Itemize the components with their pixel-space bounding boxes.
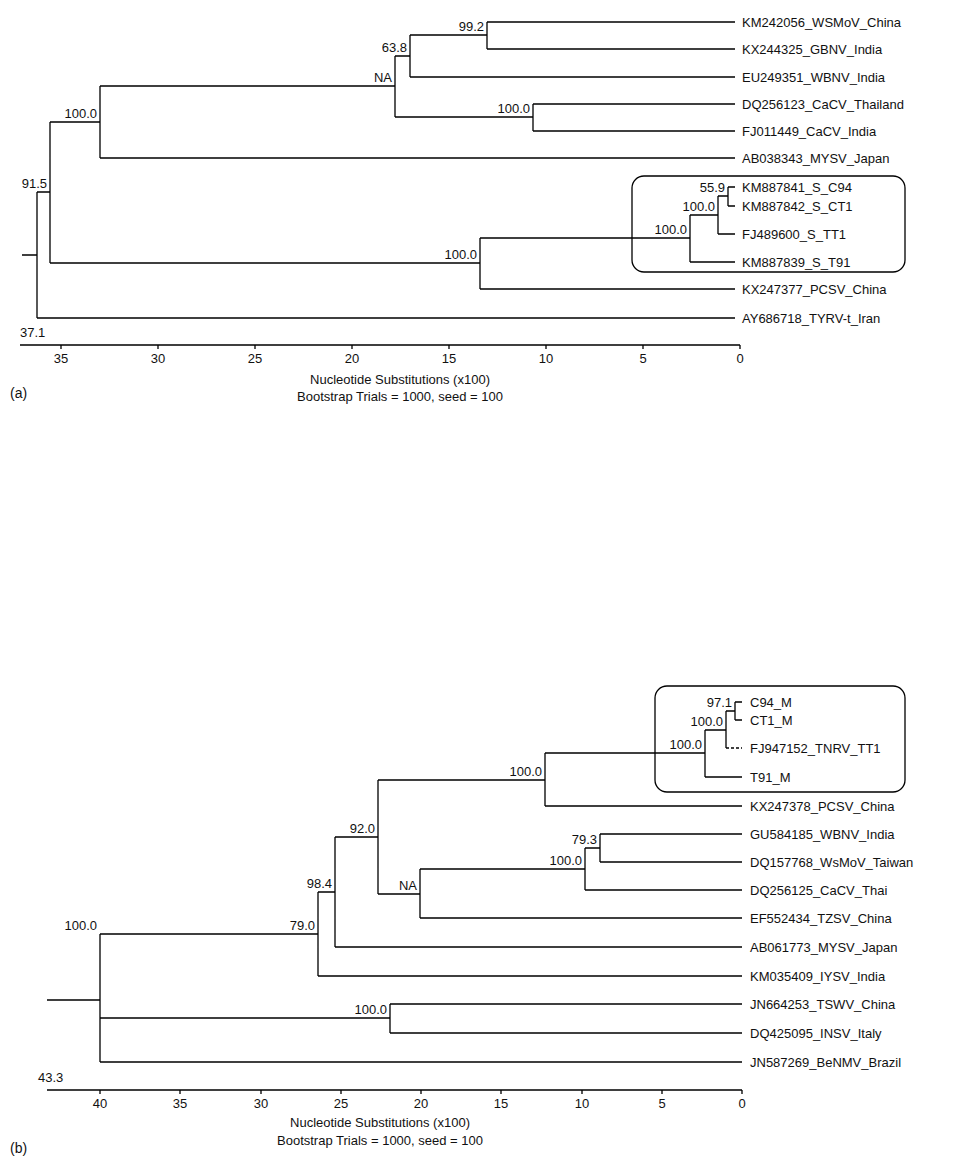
axis-tick-number: 20 xyxy=(414,1097,428,1110)
scale-axis xyxy=(20,345,740,349)
taxon-label: KX247378_PCSV_China xyxy=(750,800,895,813)
bootstrap-value: 92.0 xyxy=(350,822,375,835)
axis-tick-number: 15 xyxy=(494,1097,508,1110)
axis-tick-number: 40 xyxy=(93,1097,107,1110)
axis-tick-number: 35 xyxy=(54,352,68,365)
taxon-label: EF552434_TZSV_China xyxy=(750,912,892,925)
scale-value: 43.3 xyxy=(38,1071,63,1084)
panel-letter: (b) xyxy=(10,1141,27,1155)
taxon-label: KX247377_PCSV_China xyxy=(742,283,887,296)
axis-title: Nucleotide Substitutions (x100) xyxy=(310,373,490,386)
bootstrap-value: 79.3 xyxy=(572,833,597,846)
bootstrap-value: 100.0 xyxy=(497,102,530,115)
taxon-label: AB038343_MYSV_Japan xyxy=(742,152,889,165)
taxon-label: DQ157768_WsMoV_Taiwan xyxy=(750,856,913,869)
axis-tick-number: 15 xyxy=(442,352,456,365)
taxon-label: KX244325_GBNV_India xyxy=(742,43,882,56)
taxon-label: KM242056_WSMoV_China xyxy=(742,16,901,29)
taxon-label: FJ011449_CaCV_India xyxy=(742,125,876,138)
taxon-label: JN664253_TSWV_China xyxy=(750,998,895,1011)
panel-letter: (a) xyxy=(10,386,27,400)
bootstrap-value: 100.0 xyxy=(509,765,542,778)
axis-title: Nucleotide Substitutions (x100) xyxy=(290,1116,470,1129)
taxon-label: FJ489600_S_TT1 xyxy=(742,228,846,241)
clade-box xyxy=(632,176,905,272)
taxon-label: DQ256123_CaCV_Thailand xyxy=(742,98,904,111)
axis-tick-number: 10 xyxy=(539,352,553,365)
axis-title: Bootstrap Trials = 1000, seed = 100 xyxy=(277,1134,483,1147)
bootstrap-value: 63.8 xyxy=(382,41,407,54)
bootstrap-value: NA xyxy=(374,71,392,84)
taxon-label: CT1_M xyxy=(750,714,793,727)
bootstrap-value: 100.0 xyxy=(64,107,97,120)
taxon-label: KM887839_S_T91 xyxy=(742,256,850,269)
bootstrap-value: 100.0 xyxy=(682,200,715,213)
tree-branches xyxy=(47,702,742,1062)
bootstrap-value: 97.1 xyxy=(707,696,732,709)
taxon-label: C94_M xyxy=(750,696,792,709)
taxon-label: DQ425095_INSV_Italy xyxy=(750,1027,882,1040)
clade-box xyxy=(655,686,905,792)
bootstrap-value: 91.5 xyxy=(22,177,47,190)
taxon-label: T91_M xyxy=(750,771,790,784)
bootstrap-value: 100.0 xyxy=(669,738,702,751)
bootstrap-value: 100.0 xyxy=(549,854,582,867)
axis-tick-number: 30 xyxy=(254,1097,268,1110)
taxon-label: DQ256125_CaCV_Thai xyxy=(750,884,887,897)
bootstrap-value: 55.9 xyxy=(700,181,725,194)
bootstrap-value: 100.0 xyxy=(444,248,477,261)
taxon-label: GU584185_WBNV_India xyxy=(750,828,895,841)
axis-tick-number: 35 xyxy=(173,1097,187,1110)
bootstrap-value: NA xyxy=(399,879,417,892)
dashed-branch xyxy=(726,747,742,748)
axis-tick-number: 20 xyxy=(345,352,359,365)
bootstrap-value: 100.0 xyxy=(64,919,97,932)
axis-tick-number: 10 xyxy=(575,1097,589,1110)
taxon-label: AY686718_TYRV-t_Iran xyxy=(742,312,880,325)
bootstrap-value: 100.0 xyxy=(654,223,687,236)
axis-tick-number: 5 xyxy=(639,352,646,365)
scale-value: 37.1 xyxy=(20,326,45,339)
taxon-label: EU249351_WBNV_India xyxy=(742,71,885,84)
axis-tick-number: 25 xyxy=(334,1097,348,1110)
taxon-label: JN587269_BeNMV_Brazil xyxy=(750,1056,901,1069)
axis-tick-number: 5 xyxy=(658,1097,665,1110)
axis-title: Bootstrap Trials = 1000, seed = 100 xyxy=(297,390,503,403)
axis-tick-number: 25 xyxy=(248,352,262,365)
taxon-label: KM887841_S_C94 xyxy=(742,181,852,194)
axis-tick-number: 0 xyxy=(736,352,743,365)
scale-axis xyxy=(47,1090,742,1094)
bootstrap-value: 100.0 xyxy=(690,715,723,728)
axis-tick-number: 0 xyxy=(738,1097,745,1110)
taxon-label: FJ947152_TNRV_TT1 xyxy=(750,742,881,755)
tree-branches xyxy=(22,22,735,318)
axis-tick-number: 30 xyxy=(151,352,165,365)
bootstrap-value: 100.0 xyxy=(354,1003,387,1016)
taxon-label: AB061773_MYSV_Japan xyxy=(750,941,897,954)
bootstrap-value: 98.4 xyxy=(307,877,332,890)
bootstrap-value: 99.2 xyxy=(459,20,484,33)
taxon-label: KM887842_S_CT1 xyxy=(742,200,853,213)
bootstrap-value: 79.0 xyxy=(290,919,315,932)
taxon-label: KM035409_IYSV_India xyxy=(750,970,885,983)
